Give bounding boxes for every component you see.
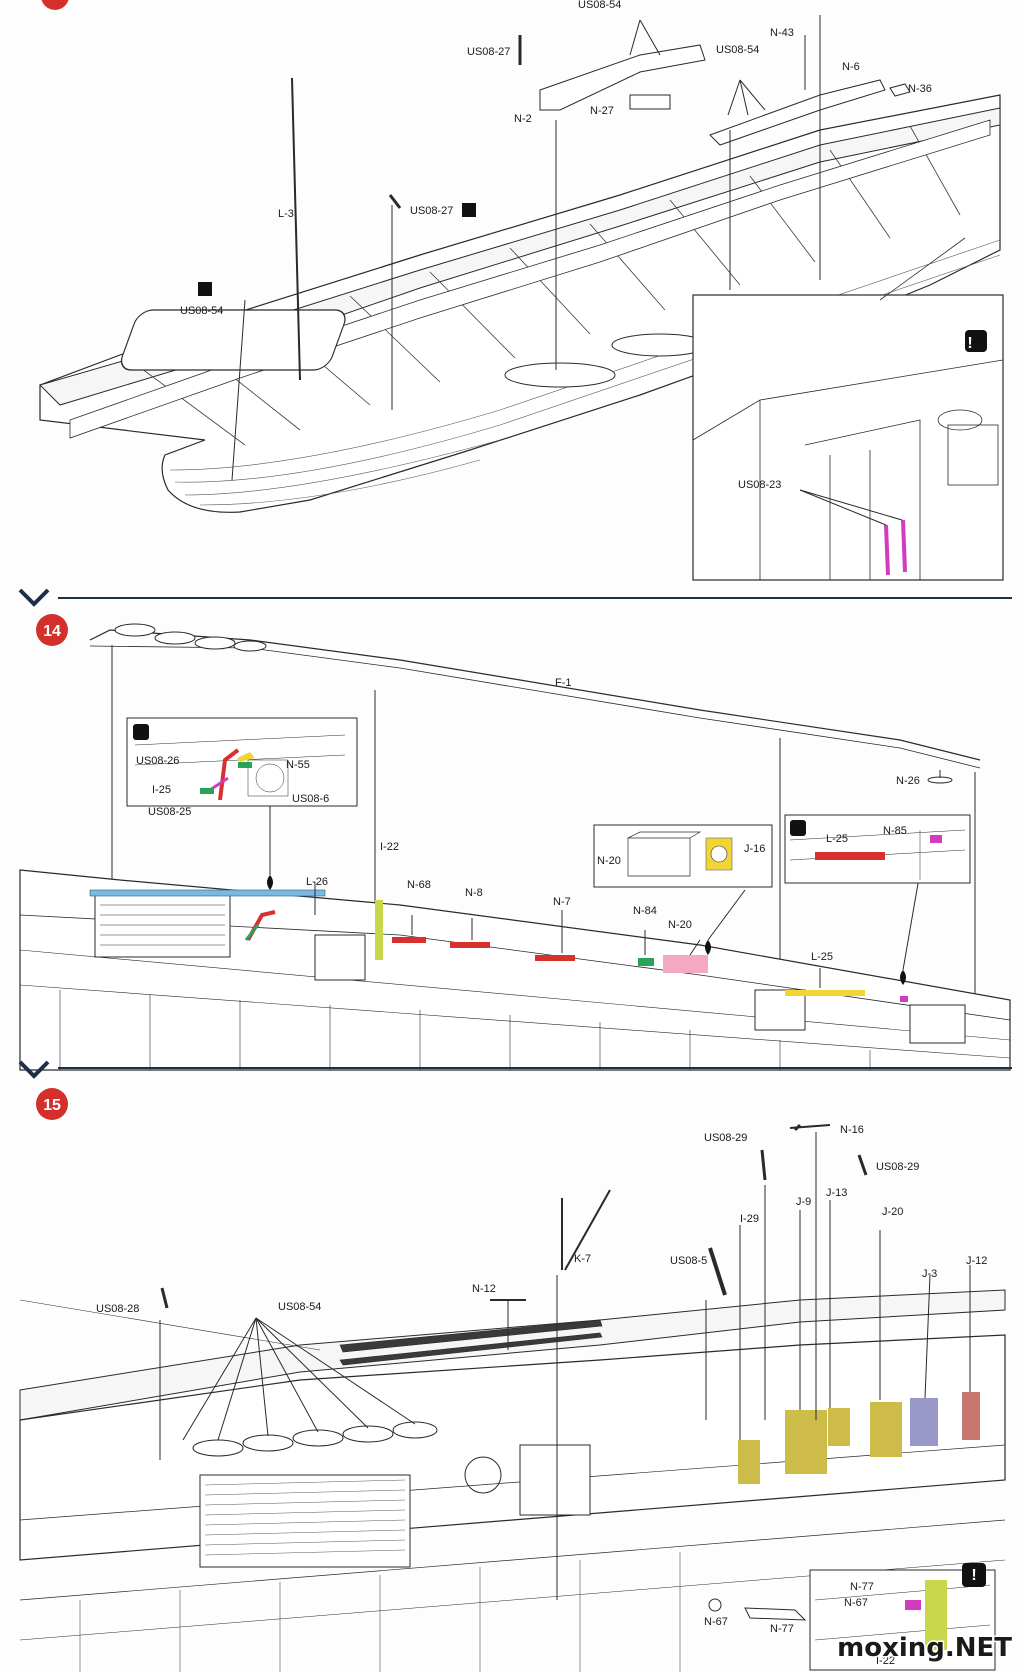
label-us08-26: US08-26 (136, 755, 179, 767)
step-15-header: 15 (18, 1060, 1012, 1120)
label-us08-54-b: US08-54 (180, 305, 223, 317)
label-n-16: N-16 (840, 1124, 864, 1136)
label-i-25: I-25 (152, 784, 171, 796)
label-n-67: N-67 (704, 1616, 728, 1628)
step-14-labels: F-1 US08-26 N-55 I-25 US08-6 US08-25 I-2… (136, 677, 920, 963)
label-n-8: N-8 (465, 887, 483, 899)
label-n-68: N-68 (407, 879, 431, 891)
label-us08-27: US08-27 (467, 46, 510, 58)
label-l-26: L-26 (306, 876, 328, 888)
label-n-77-inset: N-77 (850, 1581, 874, 1593)
label-n-36: N-36 (908, 83, 932, 95)
label-k-7: K-7 (574, 1253, 591, 1265)
step-14-header: 14 (18, 588, 1012, 646)
step-15-number: 15 (43, 1097, 61, 1114)
step-13-labels: US08-54 N-43 US08-27 US08-54 N-6 N-36 N-… (180, 0, 932, 491)
label-us08-29-a: US08-29 (704, 1132, 747, 1144)
label-us08-6: US08-6 (292, 793, 329, 805)
label-i-29: I-29 (740, 1213, 759, 1225)
step-14-diagram (19, 623, 1011, 1071)
label-us08-27-b: US08-27 (410, 205, 453, 217)
label-j-13: J-13 (826, 1187, 847, 1199)
label-n-27: N-27 (590, 105, 614, 117)
label-n-7: N-7 (553, 896, 571, 908)
label-j-20: J-20 (882, 1206, 903, 1218)
label-us08-5: US08-5 (670, 1255, 707, 1267)
label-l-25: L-25 (811, 951, 833, 963)
label-n-67-inset: N-67 (844, 1597, 868, 1609)
step-14-badge (36, 614, 68, 646)
step-13-diagram (39, 0, 1004, 581)
label-l-25-inset: L-25 (826, 833, 848, 845)
step-15-diagram (19, 1123, 1006, 1672)
label-us08-54: US08-54 (278, 1301, 321, 1313)
step-14-number: 14 (43, 623, 61, 640)
label-n-12: N-12 (472, 1283, 496, 1295)
step-15-badge (36, 1088, 68, 1120)
label-n-77: N-77 (770, 1623, 794, 1635)
label-n-55: N-55 (286, 759, 310, 771)
label-us08-29-b: US08-29 (876, 1161, 919, 1173)
label-j-12: J-12 (966, 1255, 987, 1267)
label-j-9: J-9 (796, 1196, 811, 1208)
notice-icon-15: ! (971, 1567, 976, 1584)
label-n-26: N-26 (896, 775, 920, 787)
label-f-1: F-1 (555, 677, 572, 689)
label-us08-54: US08-54 (716, 44, 759, 56)
label-us08-28: US08-28 (96, 1303, 139, 1315)
label-n-6: N-6 (842, 61, 860, 73)
notice-icon: ! (967, 335, 972, 352)
label-j-3: J-3 (922, 1268, 937, 1280)
label-n-2: N-2 (514, 113, 532, 125)
label-n-20-inset: N-20 (597, 855, 621, 867)
label-i-22: I-22 (380, 841, 399, 853)
label-us08-54-top: US08-54 (578, 0, 621, 11)
label-n-20: N-20 (668, 919, 692, 931)
label-n-84: N-84 (633, 905, 657, 917)
watermark: moxing.NET (837, 1633, 1012, 1663)
label-us08-25: US08-25 (148, 806, 191, 818)
label-us08-23: US08-23 (738, 479, 781, 491)
label-j-16: J-16 (744, 843, 765, 855)
label-i-22-inset: I-22 (876, 1655, 895, 1667)
label-n-85: N-85 (883, 825, 907, 837)
label-n-43: N-43 (770, 27, 794, 39)
step-15-labels: US08-29 N-16 US08-29 J-9 J-13 J-20 I-29 … (96, 1124, 987, 1667)
label-l-3: L-3 (278, 208, 294, 220)
